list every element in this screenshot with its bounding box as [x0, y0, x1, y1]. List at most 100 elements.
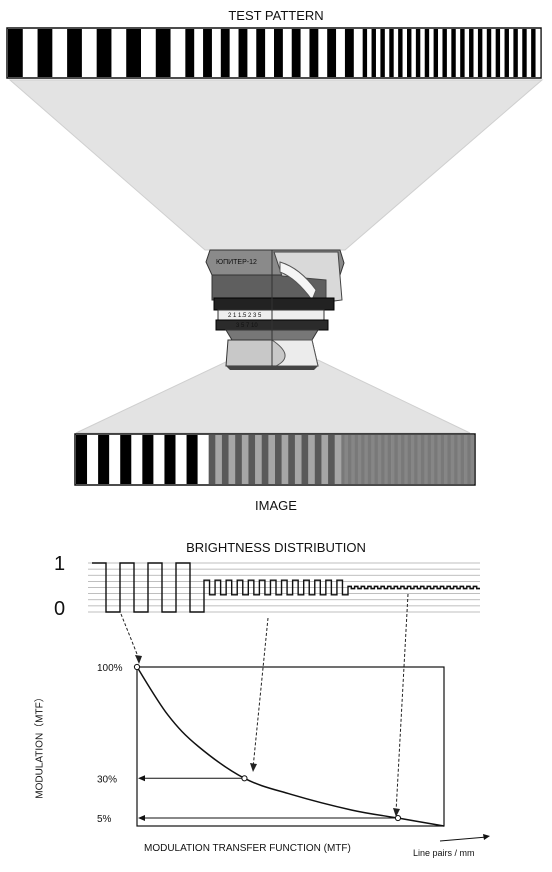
stripe	[347, 435, 352, 484]
stripe	[186, 435, 198, 484]
stripe	[517, 29, 523, 77]
stripe	[398, 29, 403, 77]
stripe	[362, 29, 368, 77]
stripe	[291, 29, 301, 77]
stripe	[344, 435, 349, 484]
stripe	[420, 435, 425, 484]
stripe	[367, 29, 372, 77]
lower-light-cone	[75, 359, 471, 434]
stripe	[247, 29, 257, 77]
stripe	[380, 29, 386, 77]
stripe	[288, 435, 296, 484]
level-zero-label: 0	[54, 598, 66, 620]
stripe	[417, 435, 422, 484]
lens-top-engraving: ЮПИТЕР-12	[216, 259, 257, 266]
stripe	[361, 435, 365, 484]
stripe	[430, 435, 435, 484]
mtf-marker-point	[133, 663, 141, 671]
stripe	[98, 435, 110, 484]
stripe	[67, 29, 83, 77]
stripe	[446, 29, 452, 77]
stripe	[282, 29, 293, 77]
stripe	[175, 435, 187, 484]
stripe	[142, 435, 154, 484]
stripe	[221, 435, 229, 484]
stripe	[364, 435, 369, 484]
brightness-wave	[92, 562, 480, 613]
stripe	[87, 435, 99, 484]
stripe	[321, 435, 329, 484]
lens-illustration	[205, 249, 345, 370]
upper-light-cone	[8, 79, 544, 251]
stripe	[281, 435, 289, 484]
x-unit-arrow-line	[439, 836, 488, 842]
mtf-markers	[133, 663, 402, 822]
stripe	[500, 29, 505, 77]
stripe	[301, 435, 309, 484]
stripe	[394, 435, 399, 484]
level-one-label: 1	[54, 553, 66, 575]
stripe	[391, 435, 395, 484]
stripe	[268, 435, 276, 484]
stripe	[76, 435, 88, 484]
stripe	[531, 29, 536, 77]
stripe	[203, 29, 213, 77]
stripe	[377, 435, 382, 484]
stripe	[469, 29, 474, 77]
stripe	[131, 435, 143, 484]
stripe	[424, 29, 430, 77]
stripe	[197, 435, 209, 484]
mtf-marker-point	[394, 814, 402, 822]
stripe	[415, 29, 421, 77]
stripe	[495, 29, 501, 77]
mtf-marker-point	[241, 775, 248, 782]
stripe	[508, 29, 514, 77]
stripe	[300, 29, 310, 77]
stripe	[327, 29, 337, 77]
mtf-plot-frame	[136, 666, 445, 827]
stripe	[444, 435, 448, 484]
stripe	[447, 435, 452, 484]
stripe	[470, 435, 475, 484]
stripe	[420, 29, 426, 77]
stripe	[535, 29, 541, 77]
stripe	[384, 435, 389, 484]
stripe	[96, 29, 112, 77]
stripe	[318, 29, 328, 77]
stripe	[442, 29, 448, 77]
stripe	[482, 29, 488, 77]
stripe	[126, 29, 142, 77]
stripe	[450, 435, 455, 484]
stripe	[235, 435, 243, 484]
test-pattern-bars	[8, 29, 541, 77]
connector-low-contrast	[395, 593, 409, 813]
arrowhead-3	[393, 808, 400, 817]
stripe	[141, 29, 157, 77]
stripe	[185, 29, 195, 77]
mtf-tick-label: 5%	[97, 814, 112, 825]
stripe	[261, 435, 269, 484]
stripe	[451, 29, 457, 77]
stripe	[464, 435, 468, 484]
stripe	[357, 435, 362, 484]
lens-ring-numbers: 2 1 1.5 2 3 5	[228, 313, 262, 319]
stripe	[211, 29, 222, 77]
stripe	[402, 29, 408, 77]
stripe	[438, 29, 443, 77]
stripe	[473, 29, 479, 77]
stripe	[486, 29, 492, 77]
stripe	[220, 29, 230, 77]
stripe	[37, 29, 53, 77]
stripe	[164, 435, 176, 484]
stripe	[387, 435, 392, 484]
arrowhead-2	[250, 763, 257, 772]
stripe	[397, 435, 402, 484]
stripe	[460, 435, 465, 484]
stripe	[491, 29, 496, 77]
stripe	[255, 435, 263, 484]
brightness-grid	[88, 562, 480, 613]
stripe	[238, 29, 248, 77]
stripe	[309, 29, 319, 77]
stripe	[336, 29, 346, 77]
